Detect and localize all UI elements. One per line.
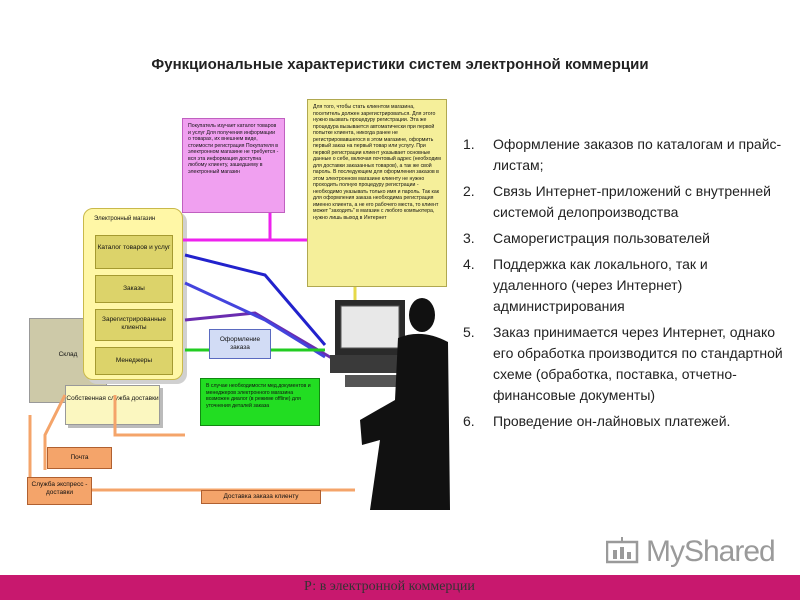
- list-item: 1.Оформление заказов по каталогам и прай…: [463, 136, 782, 173]
- express-box: Служба экспресс - доставки: [27, 477, 92, 505]
- store-item-managers: Менеджеры: [95, 347, 173, 375]
- computer-icon: [330, 300, 415, 387]
- warehouse-label: Склад: [58, 351, 78, 358]
- own-delivery-label: Собственная служба доставки: [66, 395, 159, 402]
- list-item: 2.Связь Интернет-приложений с внутренней…: [463, 183, 771, 220]
- logo-icon: [606, 537, 639, 564]
- connector-lines: [28, 210, 357, 492]
- store-title: Электронный магазин: [94, 216, 156, 222]
- footer-bar: Р: в электронной коммерции: [0, 575, 800, 600]
- ecommerce-diagram: Склад Собственная служба доставки Электр…: [25, 95, 450, 510]
- pink-note: Покупатель изучает каталог товаров и усл…: [182, 118, 285, 213]
- slide-title: Функциональные характеристики систем эле…: [151, 56, 649, 73]
- magenta-line: [183, 210, 272, 242]
- myshared-logo: MyShared: [606, 535, 776, 569]
- store-item-orders: Заказы: [95, 275, 173, 303]
- store-panel: Электронный магазин Каталог товаров и ус…: [83, 208, 183, 380]
- footer-text: Р: в электронной коммерции: [304, 579, 475, 594]
- feature-list: 1.Оформление заказов по каталогам и прай…: [463, 134, 783, 437]
- list-item: 3.Саморегистрация пользователей: [463, 230, 710, 246]
- orange-line: [113, 395, 185, 437]
- person-silhouette-icon: [360, 298, 450, 510]
- person-computer-illustration: [330, 298, 450, 510]
- store-item-clients: Зарегистрированные клиенты: [95, 309, 173, 341]
- order-box: Оформление заказа: [209, 329, 271, 359]
- list-item: 5.Заказ принимается через Интернет, одна…: [463, 324, 783, 403]
- list-item: 6.Проведение он-лайновых платежей.: [463, 413, 731, 429]
- blue-line: [184, 253, 327, 346]
- list-item: 4.Поддержка как локального, так и удален…: [463, 256, 708, 314]
- delivery-bar: Доставка заказа клиенту: [201, 490, 321, 504]
- yellow-note: Для того, чтобы стать клиентом магазина,…: [307, 99, 447, 287]
- orange-line-3: [43, 394, 67, 470]
- blue-line-2: [184, 281, 326, 359]
- logo-text: MyShared: [646, 535, 776, 568]
- post-box: Почта: [47, 447, 112, 469]
- purple-line: [184, 311, 336, 362]
- store-item-catalog: Каталог товаров и услуг: [95, 235, 173, 269]
- green-note: В случае необходимости мед.документов и …: [200, 378, 320, 426]
- own-delivery-box: Собственная служба доставки: [65, 385, 160, 425]
